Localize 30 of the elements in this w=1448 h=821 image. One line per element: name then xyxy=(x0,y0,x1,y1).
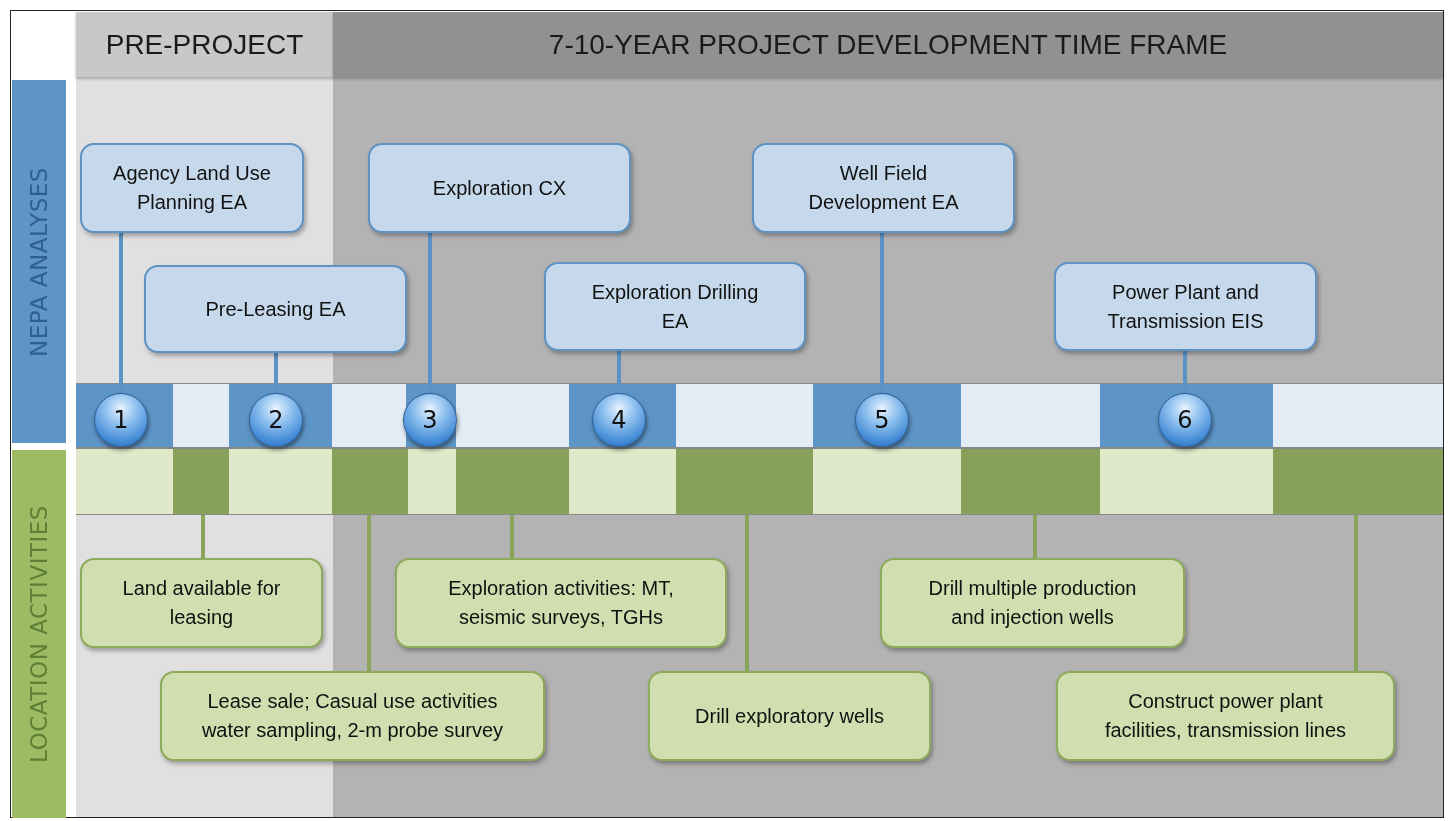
connector-line xyxy=(201,515,205,558)
analysis-box: Exploration CX xyxy=(368,143,631,233)
activity-box: Construct power plant facilities, transmission lines xyxy=(1056,671,1395,761)
activity-box: Land available for leasing xyxy=(80,558,323,648)
analysis-box: Exploration Drilling EA xyxy=(544,262,806,351)
activity-cell xyxy=(173,448,229,515)
activity-box: Drill multiple production and injection wells xyxy=(880,558,1185,648)
row-title: NEPA ANALYSES xyxy=(26,166,52,357)
phase-header: 7-10-YEAR PROJECT DEVELOPMENT TIME FRAME xyxy=(333,12,1443,77)
analysis-box: Agency Land Use Planning EA xyxy=(80,143,304,233)
connector-line xyxy=(510,515,514,558)
row-title: LOCATION ACTIVITIES xyxy=(26,505,52,763)
connector-line xyxy=(1033,515,1037,558)
connector-line xyxy=(367,515,371,671)
analysis-box: Power Plant and Transmission EIS xyxy=(1054,262,1317,351)
connector-line xyxy=(1354,515,1358,671)
activity-cell xyxy=(456,448,569,515)
phase-header: PRE-PROJECT xyxy=(76,12,333,77)
activity-box: Drill exploratory wells xyxy=(648,671,931,761)
activity-cell xyxy=(961,448,1100,515)
activity-cell xyxy=(332,448,408,515)
analysis-box: Well Field Development EA xyxy=(752,143,1015,233)
row-band xyxy=(12,80,66,443)
row-band xyxy=(12,450,66,818)
activity-box: Exploration activities: MT, seismic surveys, TGHs xyxy=(395,558,727,648)
analysis-box: Pre-Leasing EA xyxy=(144,265,407,353)
activity-cell xyxy=(1273,448,1443,515)
activity-cell xyxy=(676,448,813,515)
connector-line xyxy=(745,515,749,671)
activity-box: Lease sale; Casual use activities water sampling, 2-m probe survey xyxy=(160,671,545,761)
